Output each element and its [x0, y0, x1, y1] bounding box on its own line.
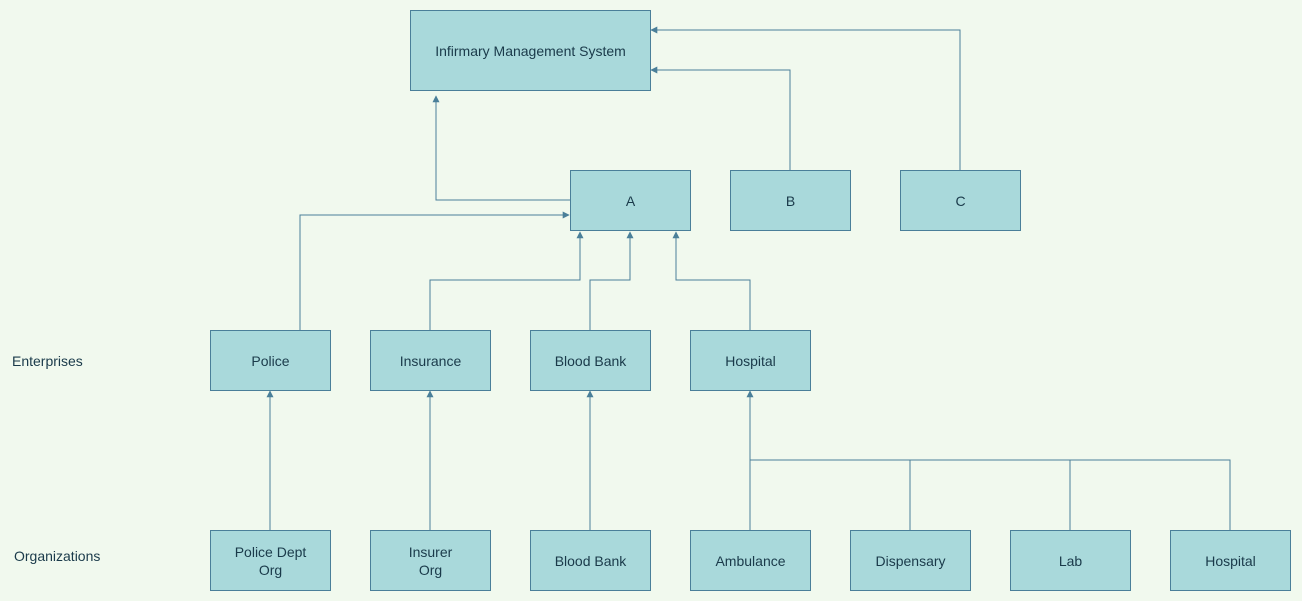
- edge-hospital-org-to-hospital: [1070, 459, 1231, 530]
- node-police[interactable]: Police: [210, 330, 331, 391]
- node-insurance[interactable]: Insurance: [370, 330, 491, 391]
- edge-blood-bank-to-a: [589, 231, 634, 330]
- edge-police-to-a: [299, 211, 570, 330]
- node-hospital[interactable]: Hospital: [690, 330, 811, 391]
- node-hospital-org[interactable]: Hospital: [1170, 530, 1291, 591]
- edge-a-to-ims: [432, 95, 570, 201]
- node-police-dept-org[interactable]: Police Dept Org: [210, 530, 331, 591]
- node-ambulance[interactable]: Ambulance: [690, 530, 811, 591]
- edge-dispensary-to-hospital: [750, 459, 911, 530]
- edge-insurance-to-a: [429, 231, 584, 330]
- node-dispensary[interactable]: Dispensary: [850, 530, 971, 591]
- edge-b-to-ims: [650, 66, 791, 170]
- node-a[interactable]: A: [570, 170, 691, 231]
- row-label-enterprises: Enterprises: [12, 353, 83, 369]
- row-label-organizations: Organizations: [14, 548, 101, 564]
- node-lab[interactable]: Lab: [1010, 530, 1131, 591]
- node-blood-bank-org[interactable]: Blood Bank: [530, 530, 651, 591]
- node-b[interactable]: B: [730, 170, 851, 231]
- node-c[interactable]: C: [900, 170, 1021, 231]
- edge-hospital-to-a: [672, 231, 751, 330]
- node-blood-bank[interactable]: Blood Bank: [530, 330, 651, 391]
- node-insurer-org[interactable]: Insurer Org: [370, 530, 491, 591]
- node-infirmary-management-system[interactable]: Infirmary Management System: [410, 10, 651, 91]
- edge-lab-to-hospital: [910, 459, 1071, 530]
- edge-c-to-ims: [650, 26, 961, 170]
